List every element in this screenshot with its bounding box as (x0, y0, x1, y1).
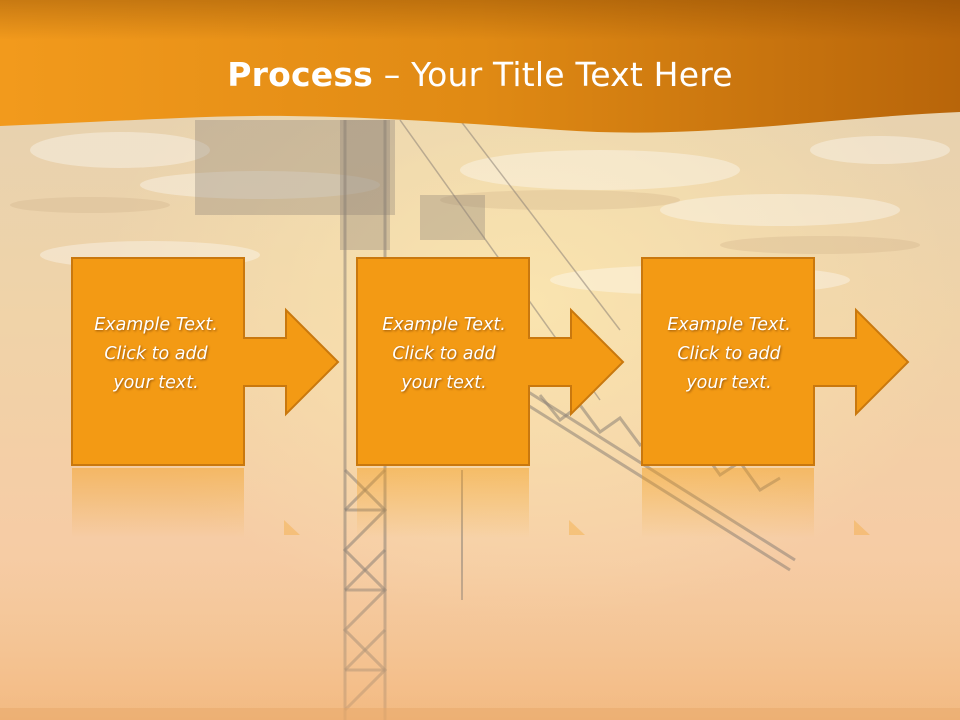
slide-title[interactable]: Process – Your Title Text Here (0, 55, 960, 94)
step-3-line-3: your text. (686, 373, 772, 393)
title-bold: Process (227, 55, 374, 94)
step-1-shape[interactable] (71, 257, 340, 466)
step-3-shape[interactable] (641, 257, 910, 466)
step-2-line-1: Example Text. (382, 315, 506, 335)
process-step-3[interactable] (641, 257, 910, 466)
step-2-text[interactable]: Example Text. Click to add your text. (358, 311, 530, 398)
title-rest: – Your Title Text Here (373, 55, 733, 94)
step-2-shape[interactable] (356, 257, 625, 466)
step-1-line-2: Click to add (104, 344, 208, 364)
step-3-line-2: Click to add (677, 344, 781, 364)
process-step-1[interactable] (71, 257, 340, 466)
step-1-line-1: Example Text. (94, 315, 218, 335)
step-1-line-3: your text. (113, 373, 199, 393)
step-1-text[interactable]: Example Text. Click to add your text. (70, 311, 242, 398)
step-3-text[interactable]: Example Text. Click to add your text. (643, 311, 815, 398)
step-3-line-1: Example Text. (667, 315, 791, 335)
step-2-line-3: your text. (401, 373, 487, 393)
process-step-2[interactable] (356, 257, 625, 466)
step-2-line-2: Click to add (392, 344, 496, 364)
